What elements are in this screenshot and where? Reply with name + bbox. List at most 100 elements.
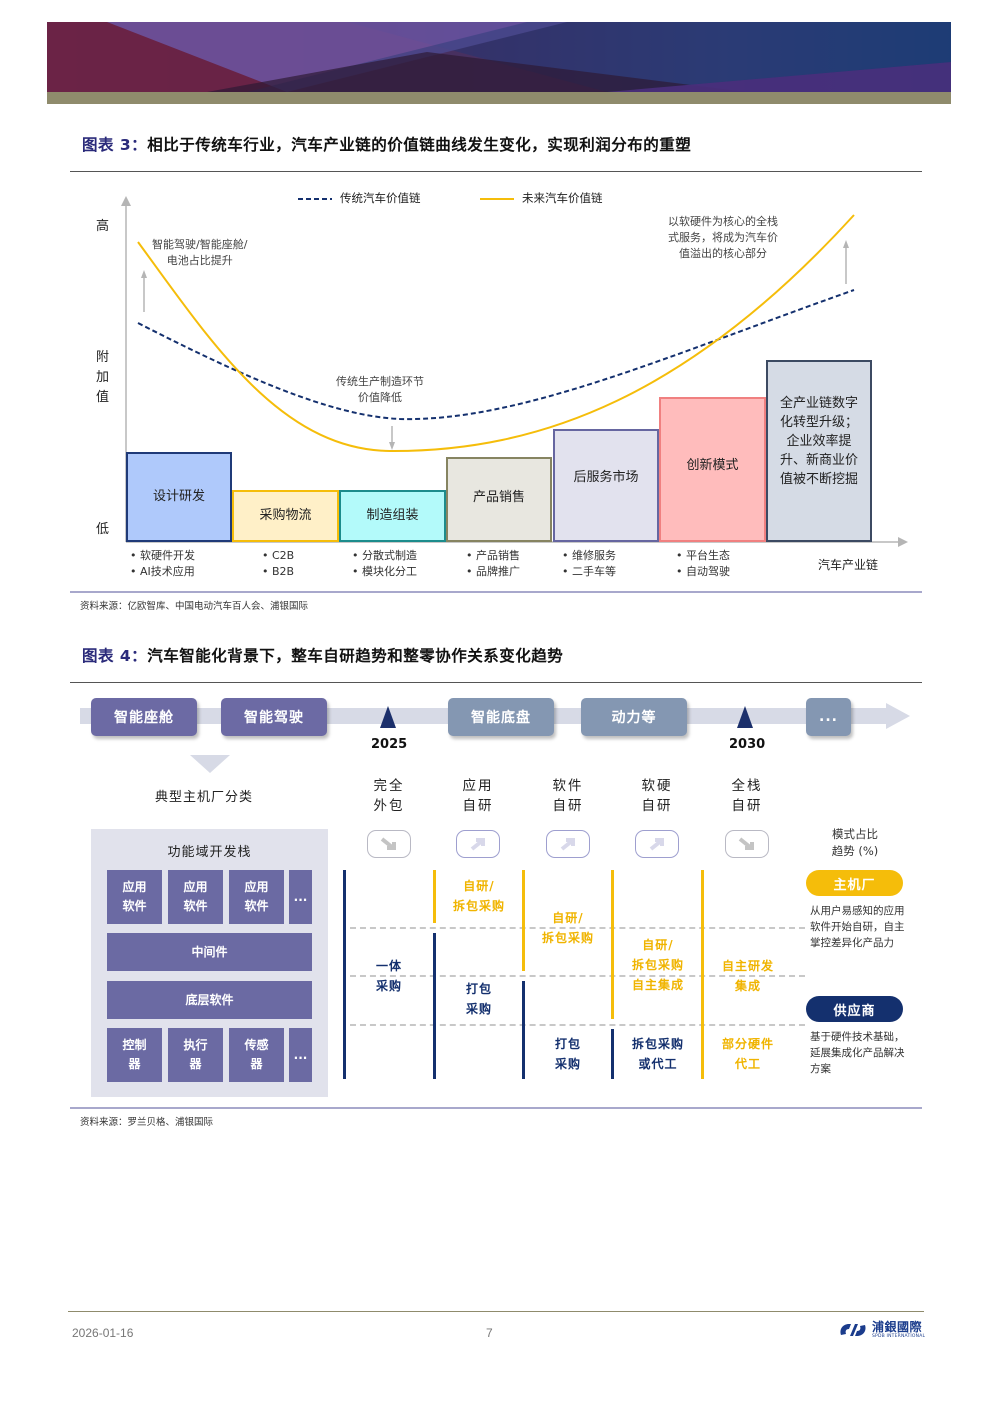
oem-category-title: 典型主机厂分类: [155, 790, 254, 805]
stage-box-innovation-model: 创新模式: [659, 397, 766, 542]
trend-up-icon: [546, 830, 590, 858]
grid-line: [350, 975, 805, 977]
cell-col4-supplier: 拆包采购 或代工: [631, 1037, 684, 1071]
stack-sensor: 传感 器: [229, 1028, 284, 1082]
col5-oem-bar: [701, 870, 704, 1079]
cell-col3-supplier: 打包 采购: [554, 1037, 581, 1071]
logo-chinese-name: 浦銀國際: [872, 1320, 923, 1334]
figure4-title: 图表 4：汽车智能化背景下，整车自研趋势和整零协作关系变化趋势: [82, 644, 563, 666]
stage-bullet-item: • B2B: [262, 565, 295, 578]
figure4-source: 资料来源：罗兰贝格、浦银国际: [80, 1117, 214, 1128]
stage-label: 设计研发: [152, 489, 205, 504]
future-value-curve: [137, 214, 855, 453]
col3-supplier-bar: [522, 981, 525, 1079]
stage-bullet-item: • 分散式制造: [352, 549, 417, 562]
col3-oem-bar: [522, 870, 525, 971]
cell-col2-oem: 自研/ 拆包采购: [452, 879, 505, 913]
stage-bullet-item: • 二手车等: [562, 565, 616, 578]
timeline-item-smart-driving: 智能驾驶: [221, 698, 327, 736]
milestone-2030-label: 2030: [729, 737, 766, 752]
stage-label: 制造组装: [366, 508, 419, 523]
cell-col3-oem: 自研/ 拆包采购: [541, 911, 594, 945]
trend-title: 模式占比 趋势 (%): [831, 827, 879, 858]
middle-down-arrow-icon: [389, 442, 395, 450]
stage-bullet-item: • 自动驾驶: [676, 565, 730, 578]
stage-box-procurement-logistics: 采购物流: [232, 490, 339, 542]
figure3-source: 资料来源：亿欧智库、中国电动汽车百人会、浦银国际: [80, 601, 309, 612]
cell-col4-oem: 自研/ 拆包采购 自主集成: [631, 938, 684, 992]
figure4-label: 图表 4：: [82, 647, 148, 665]
note-smart-driving: 智能驾驶/智能座舱/ 电池占比提升: [152, 238, 248, 267]
y-axis-high-label: 高: [96, 219, 110, 234]
figure3-title-text: 相比于传统车行业，汽车产业链的价值链曲线发生变化，实现利润分布的重塑: [147, 136, 692, 154]
stack-title: 功能域开发栈: [167, 845, 252, 860]
stage-bullets-design-rd: • 软硬件开发• AI技术应用: [130, 548, 195, 580]
note-manufacturing: 传统生产制造环节 价值降低: [336, 375, 424, 404]
stage-bullet-item: • 平台生态: [676, 549, 730, 562]
banner-strip: [47, 92, 951, 104]
figure3-top-rule: [70, 171, 922, 172]
header-banner: [47, 22, 951, 92]
legend-oem-desc: 从用户易感知的应用软件开始自研，自主掌控差异化产品力: [810, 905, 905, 949]
figure4-bottom-rule: [70, 1107, 922, 1109]
grid-line: [350, 927, 805, 929]
column-header-hw-sw-inhouse: 软硬 自研: [641, 778, 673, 814]
milestone-2025-marker-icon: [380, 706, 396, 728]
trend-down-icon: [367, 830, 411, 858]
stage-bullet-item: • 模块化分工: [352, 565, 417, 578]
stage-bullets-procurement-logistics: • C2B • B2B: [262, 548, 294, 580]
stage-bullet-item: • C2B: [262, 549, 295, 562]
timeline-item-smart-chassis: 智能底盘: [448, 698, 554, 736]
footer-date: 2026-01-16: [72, 1326, 134, 1340]
cell-col5-oem: 自主研发 集成: [721, 959, 774, 993]
stack-app-more: ...: [289, 870, 312, 924]
stage-bullets-manufacturing-assembly: • 分散式制造 • 模块化分工: [352, 548, 417, 580]
stack-app-software-3: 应用 软件: [229, 870, 284, 924]
timeline-item-powertrain: 动力等: [581, 698, 687, 736]
stage-bullets-aftermarket-service: • 维修服务• 二手车等: [562, 548, 616, 580]
spdbi-logo-icon: [840, 1324, 866, 1336]
stage-label: 后服务市场: [573, 470, 639, 485]
company-logo: 浦銀國際 SPDB INTERNATIONAL: [838, 1320, 925, 1340]
timeline-arrow-icon: [886, 703, 910, 729]
page-number: 7: [486, 1326, 493, 1340]
legend-future: 未来汽车价值链: [522, 190, 603, 206]
trend-up-icon: [635, 830, 679, 858]
stack-base-software: 底层软件: [107, 981, 312, 1019]
stage-label: 采购物流: [259, 508, 312, 523]
column-header-app-inhouse: 应用 自研: [462, 778, 494, 814]
function-domain-stack: 功能域开发栈 应用 软件 应用 软件 应用 软件 ... 中间件 底层软件 控制…: [91, 829, 328, 1097]
column-header-full-outsourcing: 完全 外包: [373, 778, 405, 814]
stage-bullet-item: • 品牌推广: [466, 565, 520, 578]
banner-graphic: [47, 22, 951, 92]
timeline-item-smart-cockpit: 智能座舱: [91, 698, 197, 736]
trend-down-icon: [725, 830, 769, 858]
col1-supplier-bar: [343, 870, 346, 1079]
stack-app-software-2: 应用 软件: [168, 870, 223, 924]
legend-traditional: 传统汽车价值链: [340, 190, 421, 206]
figure3-title: 图表 3：相比于传统车行业，汽车产业链的价值链曲线发生变化，实现利润分布的重塑: [82, 133, 691, 155]
figure3-label: 图表 3：: [82, 136, 148, 154]
col2-supplier-bar: [433, 933, 436, 1079]
stage-box-manufacturing-assembly: 制造组装: [339, 490, 446, 542]
milestone-2025-label: 2025: [371, 737, 408, 752]
stack-controller: 控制 器: [107, 1028, 162, 1082]
y-axis-low-label: 低: [96, 522, 110, 537]
trend-up-icon: [456, 830, 500, 858]
stage-bullet-item: • AI技术应用: [130, 565, 195, 578]
stage-box-design-rd: 设计研发: [126, 452, 232, 542]
stage-box-product-sales: 产品销售: [446, 457, 552, 542]
milestone-2030-marker-icon: [737, 706, 753, 728]
column-header-full-stack-inhouse: 全栈 自研: [731, 778, 763, 814]
x-axis-arrow-icon: [898, 537, 908, 547]
col2-oem-bar: [433, 870, 436, 923]
y-axis-label: 附加值: [96, 350, 110, 405]
stack-actuator: 执行 器: [168, 1028, 223, 1082]
stage-bullets-product-sales: • 产品销售• 品牌推广: [466, 548, 520, 580]
legend-future-label: 未来汽车价值链: [522, 191, 603, 205]
logo-english-name: SPDB INTERNATIONAL: [872, 1334, 926, 1339]
traditional-value-curve: [137, 289, 855, 421]
col4-supplier-bar: [611, 1029, 614, 1079]
stage-box-digital-transformation: 全产业链数字化转型升级；企业效率提升、新商业价值被不断挖掘: [766, 360, 872, 542]
legend-supplier-desc: 基于硬件技术基础，延展集成化产品解决方案: [810, 1031, 905, 1075]
